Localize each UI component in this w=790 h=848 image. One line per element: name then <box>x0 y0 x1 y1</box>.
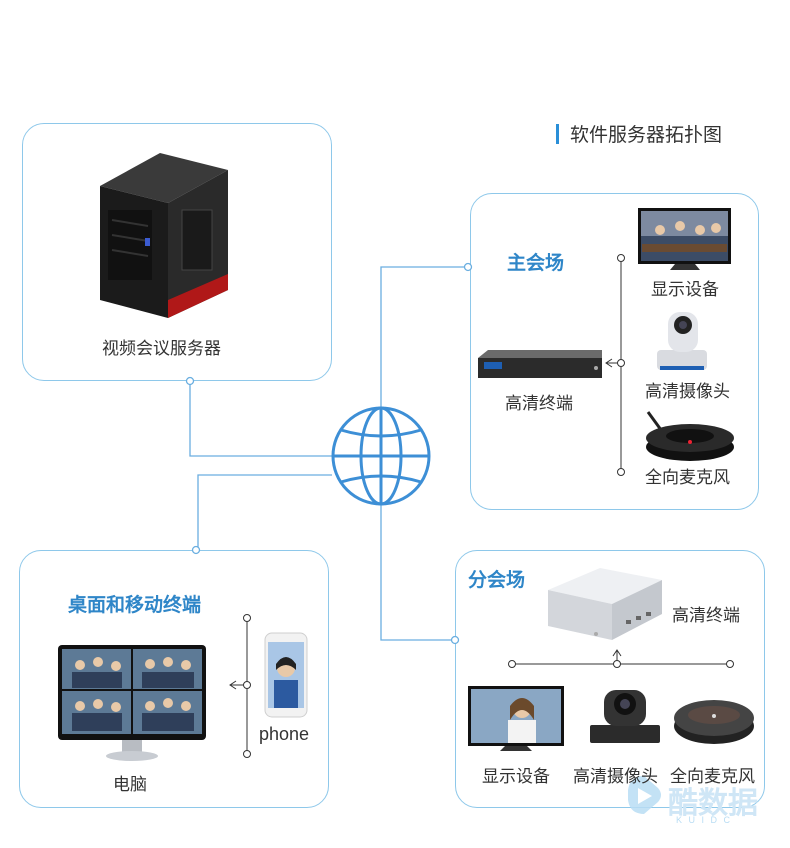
phone-icon <box>264 632 308 718</box>
pc-label: 电脑 <box>113 775 147 794</box>
branch-display-icon <box>468 686 564 751</box>
watermark-subtext: K U I D C <box>676 815 733 825</box>
pc-monitor-icon <box>58 645 206 761</box>
main-mic-label: 全向麦克风 <box>645 468 730 487</box>
main-terminal-label: 高清终端 <box>505 394 573 413</box>
main-terminal-icon <box>478 350 602 378</box>
branch-mic-icon <box>674 700 754 744</box>
branch-terminal-label: 高清终端 <box>672 606 740 625</box>
globe-icon <box>331 406 431 506</box>
server-label: 视频会议服务器 <box>102 339 221 358</box>
desktop-title: 桌面和移动终端 <box>68 595 202 616</box>
main-display-label: 显示设备 <box>651 280 719 299</box>
watermark-logo-icon <box>628 776 661 814</box>
server-tower-icon <box>100 153 228 318</box>
main-display-icon <box>638 208 731 270</box>
branch-terminal-icon <box>548 568 662 640</box>
title-accent-bar <box>556 124 559 144</box>
branch-camera-icon <box>590 690 660 743</box>
watermark-text: 酷数据 <box>668 787 758 820</box>
page-title: 软件服务器拓扑图 <box>570 125 723 146</box>
main-mic-icon <box>646 411 734 461</box>
branch-camera-label: 高清摄像头 <box>573 767 658 786</box>
branch-venue-title: 分会场 <box>468 570 526 591</box>
branch-display-label: 显示设备 <box>482 767 550 786</box>
branch-mic-label: 全向麦克风 <box>670 767 755 786</box>
main-camera-icon <box>657 312 707 370</box>
phone-label: phone <box>259 724 310 744</box>
main-venue-title: 主会场 <box>507 253 565 274</box>
main-camera-label: 高清摄像头 <box>645 382 730 401</box>
